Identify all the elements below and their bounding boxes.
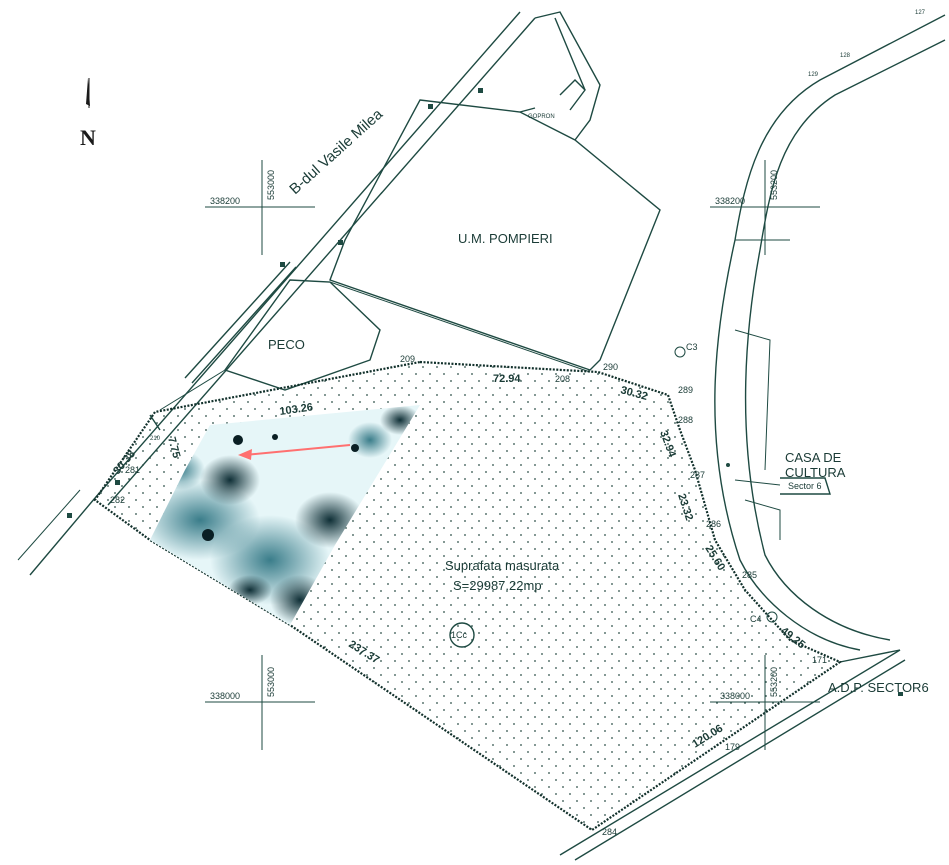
point-label: 288 xyxy=(678,415,693,425)
road-markers xyxy=(67,88,903,696)
north-label: N xyxy=(80,125,96,150)
point-label: 179 xyxy=(725,742,740,752)
grid-cross-3 xyxy=(205,655,315,750)
cc-circle-icon xyxy=(449,622,475,648)
point-label: 129 xyxy=(808,72,819,78)
point-label: 287 xyxy=(690,470,705,480)
building-outline xyxy=(534,11,601,141)
gopron-label: GOPRON xyxy=(528,114,555,120)
pompieri-label: U.M. POMPIERI xyxy=(458,231,553,246)
point-label: 289 xyxy=(678,385,693,395)
grid3-northing: 553000 xyxy=(266,667,276,697)
distance-label: 72.94 xyxy=(493,373,521,385)
grid-cross-1 xyxy=(205,160,315,255)
point-label: 210 xyxy=(150,436,161,442)
north-arrow-icon xyxy=(86,78,90,108)
point-label: 128 xyxy=(840,53,851,59)
surface-title: Suprafata masurata xyxy=(445,558,560,573)
distance-label: 7.75 xyxy=(165,436,182,460)
right-road xyxy=(714,14,946,651)
surface-value: S=29987.22mp xyxy=(453,578,542,593)
point-label: 285 xyxy=(742,570,757,580)
street-label: B-dul Vasile Milea xyxy=(286,105,386,198)
pompieri-parcel xyxy=(329,99,661,371)
casa-de-cultura xyxy=(734,477,831,495)
sector6-box-label: Sector 6 xyxy=(788,481,822,491)
c3-circle-icon xyxy=(674,346,686,358)
grid-cross-4 xyxy=(710,655,820,750)
grid4-northing: 553200 xyxy=(769,667,779,697)
distance-label: 103.26 xyxy=(279,401,314,418)
grid2-northing: 553200 xyxy=(769,170,779,200)
c4-circle-icon xyxy=(766,611,778,623)
bottom-road xyxy=(559,649,906,861)
point-label: 282 xyxy=(110,495,125,505)
point-label: 127 xyxy=(915,10,926,16)
c4-label: C4 xyxy=(750,614,762,624)
grid-cross-2 xyxy=(710,160,820,255)
c3-label: C3 xyxy=(686,342,698,352)
grid1-easting: 338200 xyxy=(210,196,240,206)
grid1-northing: 553000 xyxy=(266,170,276,200)
grid3-easting: 338000 xyxy=(210,691,240,701)
casa-label-line1: CASA DE xyxy=(785,450,842,465)
point-label: 284 xyxy=(602,827,617,837)
photo-arrow xyxy=(238,444,351,460)
cc-label: 1Cc xyxy=(451,630,468,640)
adp-sector6-label: A.D.P. SECTOR6 xyxy=(828,680,929,695)
point-label: 209 xyxy=(400,354,415,364)
point-label: 171 xyxy=(812,655,827,665)
peco-parcel xyxy=(159,279,591,411)
casa-label-line2: CULTURA xyxy=(785,465,846,480)
point-label: 290 xyxy=(603,362,618,372)
grid4-easting: 338000 xyxy=(720,691,750,701)
peco-label: PECO xyxy=(268,337,305,352)
point-label: 208 xyxy=(555,374,570,384)
point-label: 286 xyxy=(706,519,721,529)
point-label: 281 xyxy=(125,465,140,475)
grid2-easting: 338200 xyxy=(715,196,745,206)
